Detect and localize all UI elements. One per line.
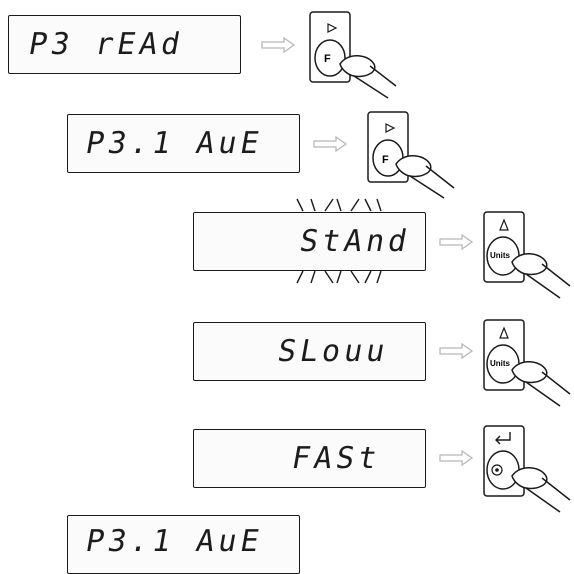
enter-key-icon — [483, 425, 571, 513]
units-key-press[interactable]: Units — [482, 316, 572, 411]
hollow-arrow-icon — [439, 234, 474, 250]
lcd-readout: P3.1 AuE — [83, 524, 266, 559]
f-key-label: F — [324, 53, 331, 65]
units-key-label: Units — [490, 251, 510, 260]
f-key-press[interactable]: F — [366, 108, 456, 203]
lcd-display-fast: FASt — [193, 429, 426, 488]
hollow-arrow-icon — [261, 37, 296, 53]
hollow-arrow-icon — [313, 136, 348, 152]
units-key-icon — [483, 211, 571, 299]
lcd-display-slow: SLouu — [193, 322, 426, 381]
units-key-label: Units — [490, 359, 510, 368]
f-key-icon — [309, 11, 397, 99]
f-key-press[interactable]: F — [308, 8, 398, 103]
lcd-display-p31-ave: P3.1 AuE — [67, 114, 300, 173]
hollow-arrow-icon — [439, 450, 474, 466]
blink-marks-bottom — [296, 270, 382, 284]
lcd-display-p3-read: P3 rEAd — [8, 15, 241, 74]
hollow-arrow-icon — [439, 343, 474, 359]
f-key-icon — [367, 111, 455, 199]
lcd-readout: SLouu — [275, 333, 392, 369]
lcd-display-stand: StAnd — [193, 212, 426, 271]
units-key-icon — [483, 319, 571, 407]
lcd-display-p31-ave-result: P3.1 AuE — [67, 515, 300, 574]
lcd-readout: P3 rEAd — [26, 26, 187, 62]
units-key-press[interactable]: Units — [482, 208, 572, 303]
lcd-readout: P3.1 AuE — [83, 125, 266, 161]
enter-key-press[interactable] — [482, 422, 572, 517]
blink-marks-top — [296, 198, 382, 212]
lcd-readout: StAnd — [297, 223, 414, 259]
f-key-label: F — [382, 154, 389, 166]
lcd-readout: FASt — [289, 440, 384, 476]
